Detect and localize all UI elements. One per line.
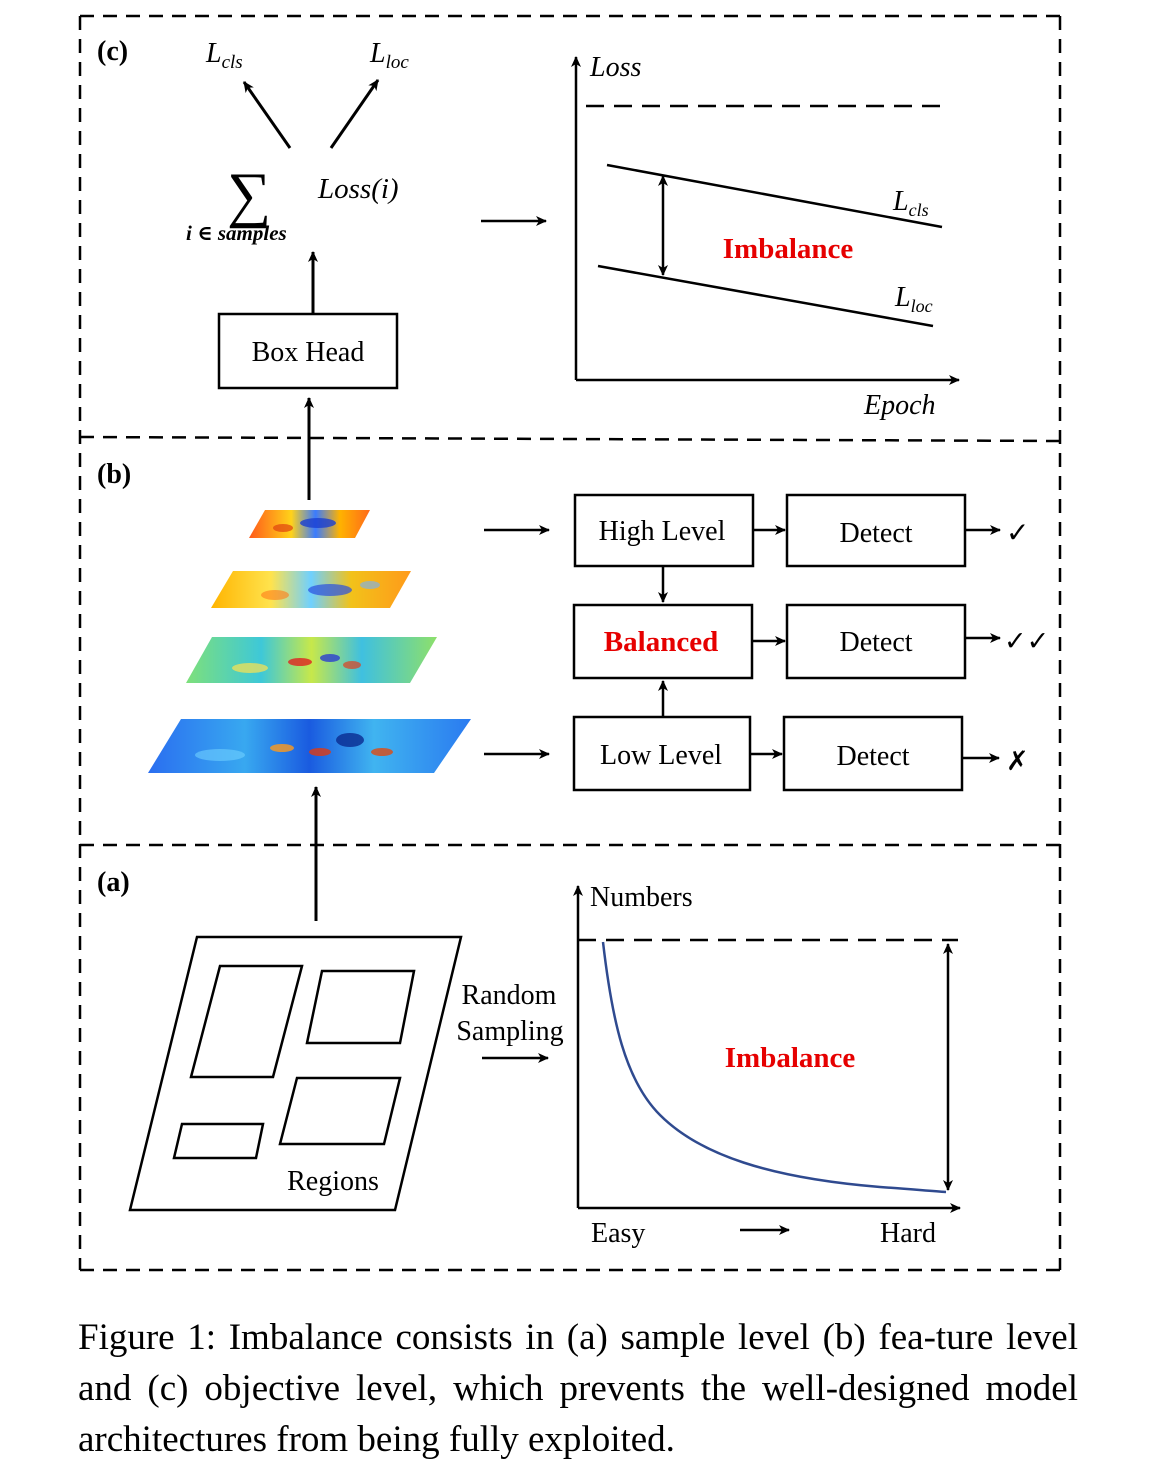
loss-cls-line <box>606 163 943 229</box>
arrow-to-loss-cls <box>242 81 292 149</box>
check-mark-balanced: ✓✓ <box>1004 626 1049 656</box>
panel-b: (b) <box>97 397 1049 792</box>
detect-box-low <box>782 715 964 792</box>
random-sampling-line2: Sampling <box>456 1016 563 1047</box>
box-head-label: Box Head <box>252 337 365 368</box>
figure-caption: Figure 1: Imbalance consists in (a) samp… <box>78 1317 1078 1460</box>
balanced-box <box>572 603 754 680</box>
loss-loc-label: Lloc <box>369 38 409 73</box>
loss-chart: Loss Epoch Imbalance Lcls Lloc <box>571 52 960 421</box>
numbers-chart-y-label: Numbers <box>590 882 693 913</box>
feature-map-level-1 <box>249 510 370 538</box>
loss-chart-annotation: Imbalance <box>723 233 854 265</box>
panel-c: (c) Lcls Lloc ∑ i ∈ samples Loss(i) Box … <box>97 36 960 421</box>
sum-index: i ∈ samples <box>186 221 287 245</box>
panel-borders <box>78 14 1062 1272</box>
regions-label: Regions <box>287 1166 379 1197</box>
loss-loc-line <box>597 264 934 328</box>
high-level-box <box>573 493 755 568</box>
low-level-label: Low Level <box>600 740 722 771</box>
sum-symbol: ∑ <box>227 161 271 229</box>
region-box-2 <box>305 969 416 1045</box>
sum-term: Loss(i) <box>317 173 399 205</box>
loss-chart-loc-label: Lloc <box>894 282 933 316</box>
numbers-chart-x-right: Hard <box>880 1218 936 1249</box>
detect-label-high: Detect <box>839 518 912 549</box>
figure-diagram: (c) Lcls Lloc ∑ i ∈ samples Loss(i) Box … <box>78 14 1062 1272</box>
panel-a-label: (a) <box>97 867 130 898</box>
panel-c-label: (c) <box>97 36 128 67</box>
high-level-label: High Level <box>599 516 726 547</box>
feature-map-level-4 <box>148 719 471 773</box>
panel-b-label: (b) <box>97 459 131 490</box>
loss-chart-y-label: Loss <box>589 52 641 83</box>
random-sampling-line1: Random <box>462 980 557 1011</box>
region-box-4 <box>172 1122 265 1160</box>
region-box-1 <box>189 964 304 1079</box>
arrow-to-loss-loc <box>329 79 380 149</box>
feature-map-level-3 <box>186 637 437 683</box>
balanced-label: Balanced <box>604 626 718 658</box>
detect-box-balanced <box>785 603 967 680</box>
region-box-3 <box>278 1076 402 1146</box>
low-level-box <box>572 715 752 792</box>
numbers-chart-annotation: Imbalance <box>725 1042 856 1074</box>
loss-chart-cls-label: Lcls <box>892 186 929 220</box>
loss-cls-label: Lcls <box>205 38 243 73</box>
numbers-distribution-curve <box>601 941 947 1194</box>
feature-map-level-2 <box>211 571 411 608</box>
cross-mark-low: ✗ <box>1006 746 1029 776</box>
numbers-chart-x-left: Easy <box>591 1218 645 1249</box>
check-mark-high: ✓ <box>1006 518 1029 549</box>
detect-label-low: Detect <box>836 741 909 772</box>
numbers-chart: Numbers Imbalance Easy Hard <box>573 882 961 1249</box>
panel-a: (a) Regions Random Sampling Numbers Imba… <box>97 786 961 1249</box>
box-head <box>217 312 399 390</box>
loss-chart-x-label: Epoch <box>863 390 936 421</box>
detect-label-balanced: Detect <box>839 627 912 658</box>
